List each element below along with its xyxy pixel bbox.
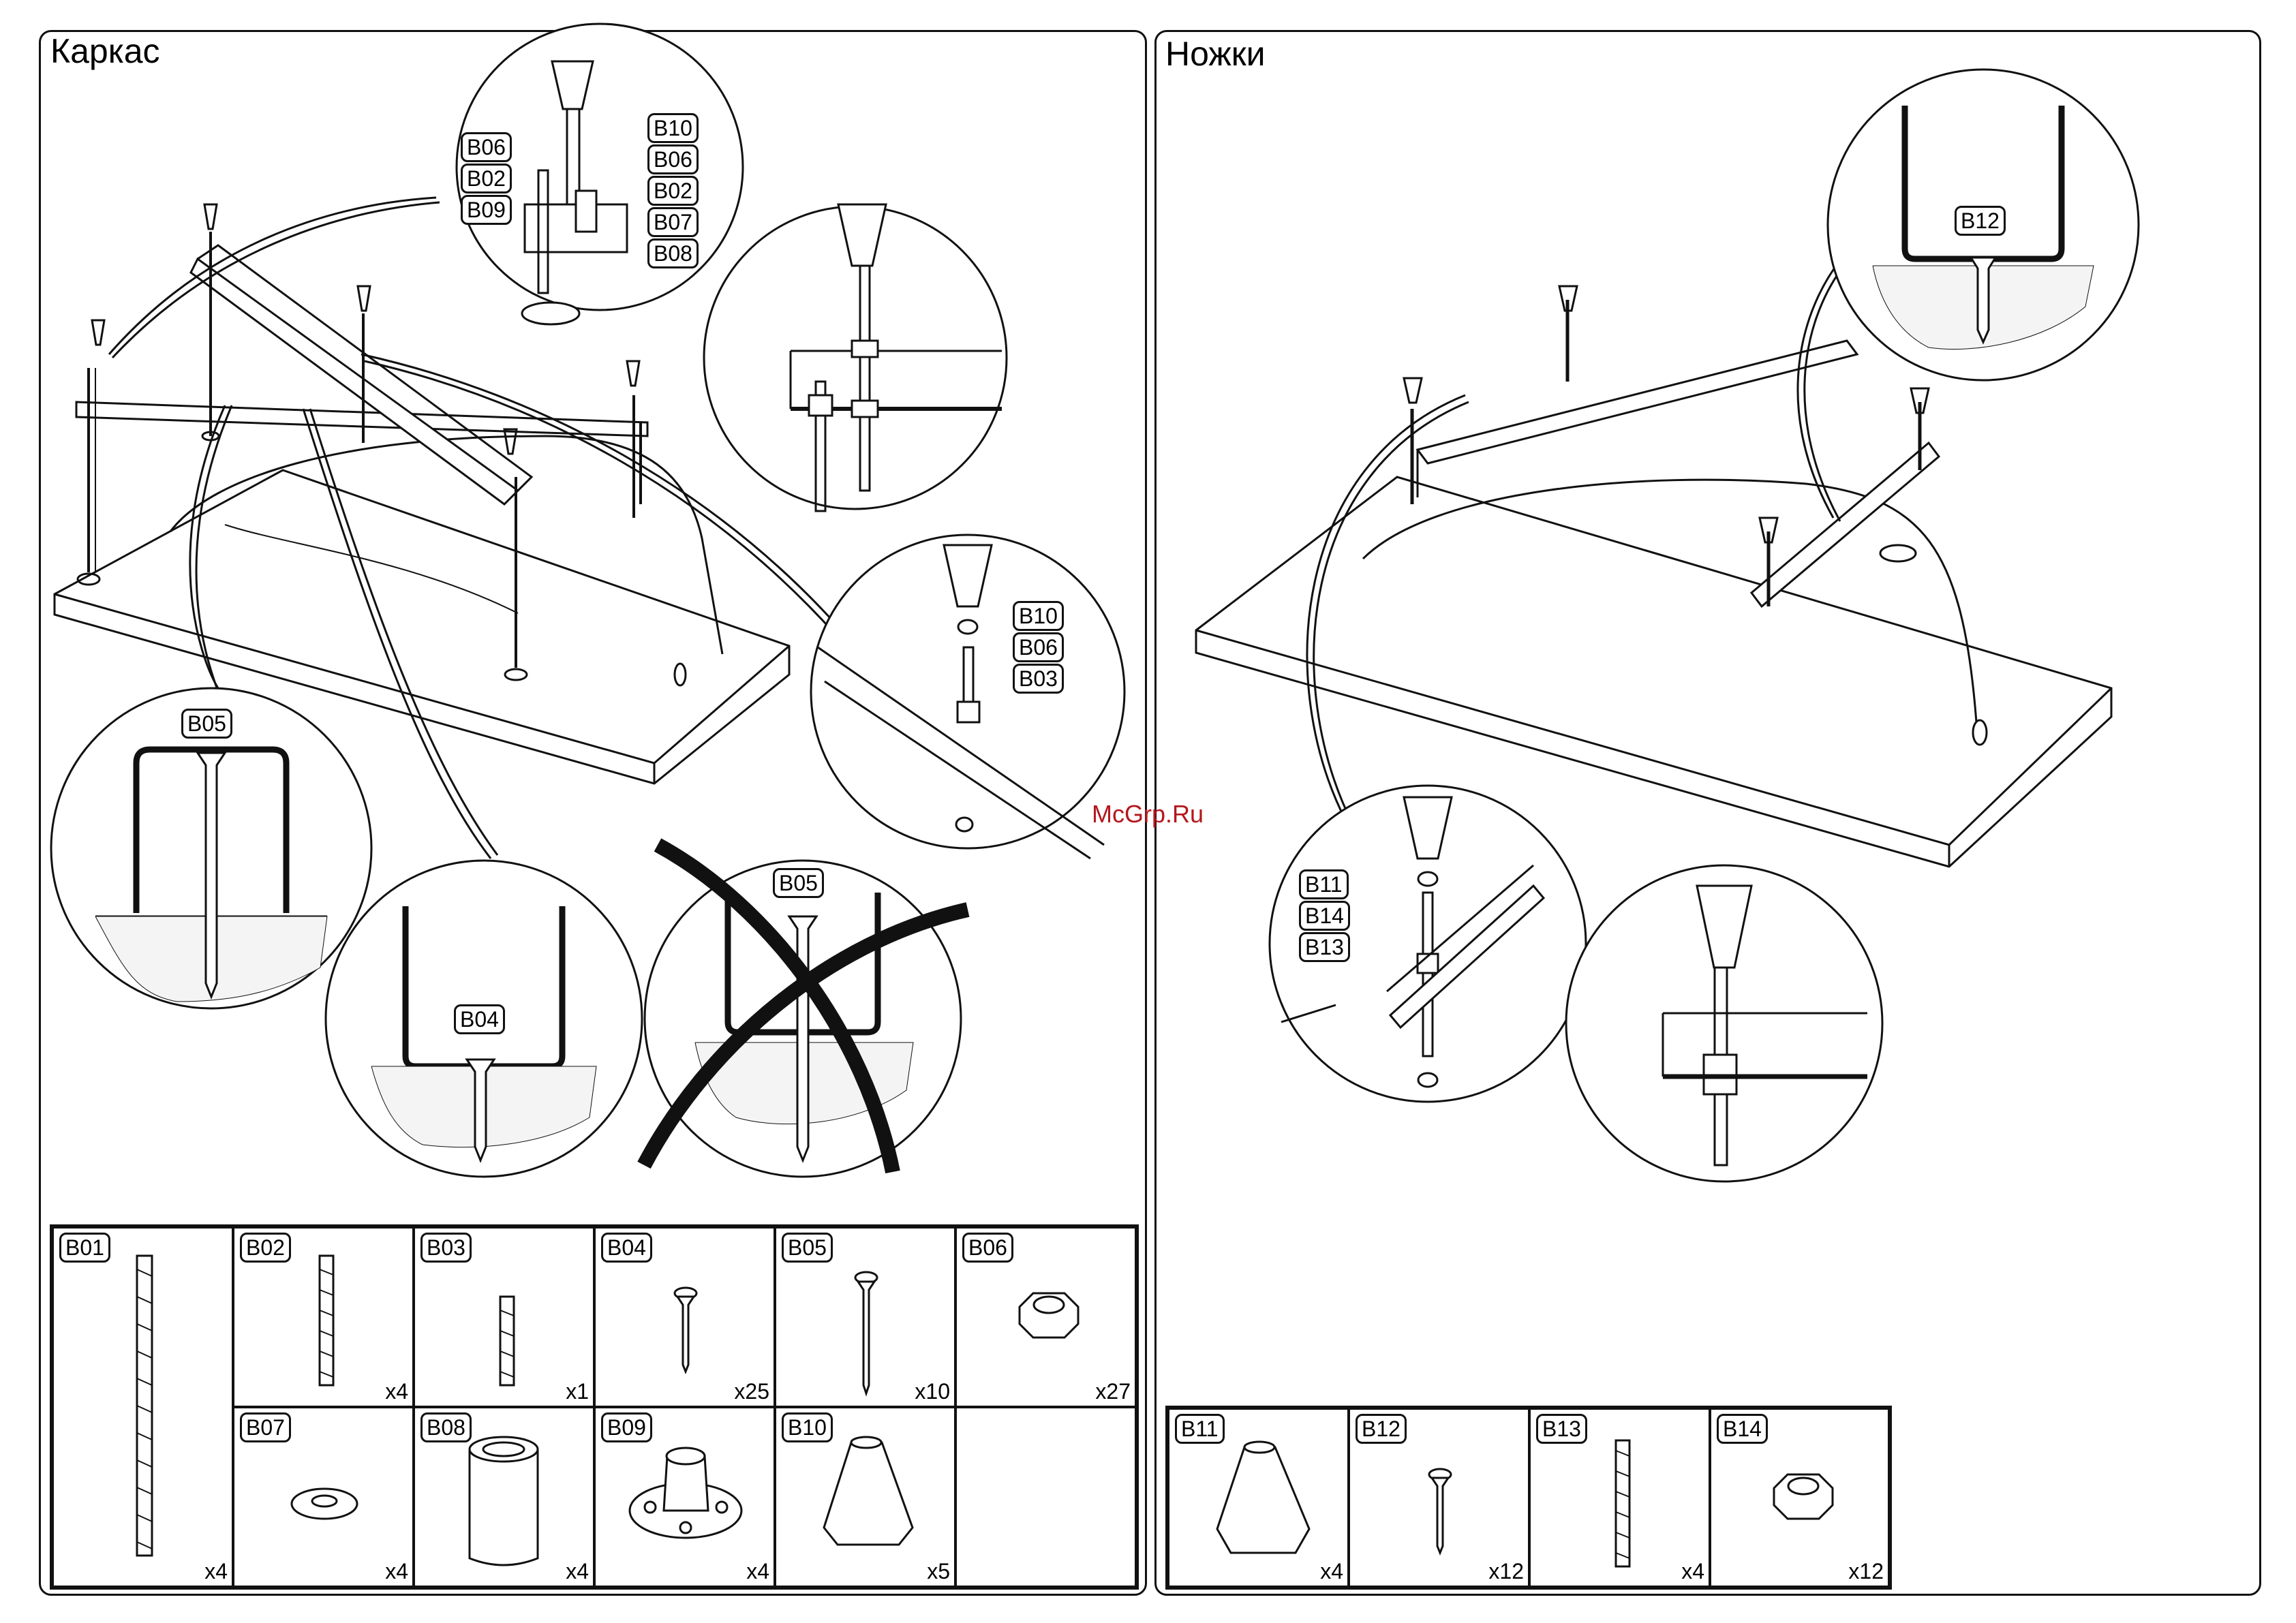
- part-cell-empty: [955, 1407, 1136, 1587]
- tag-leg-1: B11: [1299, 869, 1349, 899]
- tag-screw-short: B04: [454, 1004, 505, 1034]
- part-code-b02: B02: [240, 1233, 291, 1263]
- tag-top-left-1: B06: [461, 132, 512, 162]
- tag-rail-2: B06: [1013, 632, 1064, 662]
- tag-top-left-3: B09: [461, 195, 512, 225]
- tag-top-right-4: B07: [647, 207, 699, 237]
- tag-top-right-1: B10: [647, 113, 699, 143]
- part-code-b05: B05: [782, 1233, 833, 1263]
- parts-table-legs: B11 x4 B12 x12 B13 x4 B14 x12: [1165, 1406, 1892, 1590]
- part-cell-b13: B13 x4: [1529, 1408, 1710, 1587]
- part-qty-b06: x27: [1095, 1379, 1131, 1404]
- part-qty-b01: x4: [204, 1559, 228, 1584]
- tag-rail-3: B03: [1013, 664, 1064, 694]
- part-cell-b08: B08 x4: [414, 1407, 594, 1587]
- tag-rail-1: B10: [1013, 601, 1064, 631]
- part-code-b04: B04: [601, 1233, 652, 1263]
- part-qty-b07: x4: [385, 1559, 408, 1584]
- callout-leg-nut-detail: [1566, 865, 1882, 1181]
- part-code-b11: B11: [1175, 1414, 1225, 1444]
- callout-rail-bolt: [811, 535, 1124, 859]
- part-code-b06: B06: [962, 1233, 1013, 1263]
- part-cell-b11: B11 x4: [1168, 1408, 1349, 1587]
- part-qty-b02: x4: [385, 1379, 408, 1404]
- tag-screw-wrong: B05: [773, 868, 824, 898]
- part-cell-b01: B01 x4: [52, 1227, 233, 1587]
- parts-table-frame: B01 x4 B02 x4 B03 x1 B04 x25 B05 x10 B06…: [50, 1224, 1139, 1590]
- part-qty-b03: x1: [566, 1379, 589, 1404]
- tag-top-right-2: B06: [647, 144, 699, 174]
- part-cell-b10: B10 x5: [775, 1407, 955, 1587]
- part-qty-b14: x12: [1848, 1559, 1884, 1584]
- part-code-b08: B08: [420, 1412, 472, 1442]
- part-code-b10: B10: [782, 1412, 833, 1442]
- part-cell-b02: B02 x4: [233, 1227, 414, 1407]
- tag-leg-2: B14: [1299, 901, 1350, 931]
- tag-leg-3: B13: [1299, 932, 1350, 962]
- part-code-b14: B14: [1717, 1414, 1768, 1444]
- part-cell-b09: B09 x4: [594, 1407, 775, 1587]
- part-code-b07: B07: [240, 1412, 291, 1442]
- part-cell-b04: B04 x25: [594, 1227, 775, 1407]
- tag-top-right-5: B08: [647, 238, 699, 268]
- watermark: McGrp.Ru: [1092, 800, 1204, 829]
- tag-floor-screw: B12: [1955, 206, 2006, 236]
- part-code-b12: B12: [1356, 1414, 1407, 1444]
- callout-nut-detail: [704, 204, 1007, 511]
- part-cell-b14: B14 x12: [1710, 1408, 1889, 1587]
- part-code-b03: B03: [420, 1233, 472, 1263]
- part-qty-b04: x25: [734, 1379, 769, 1404]
- part-qty-b08: x4: [566, 1559, 589, 1584]
- right-bathtub: [1196, 477, 2111, 867]
- tag-top-right-3: B02: [647, 176, 699, 206]
- part-cell-b05: B05 x10: [775, 1227, 955, 1407]
- part-qty-b13: x4: [1681, 1559, 1704, 1584]
- part-code-b09: B09: [601, 1412, 652, 1442]
- part-qty-b09: x4: [746, 1559, 769, 1584]
- part-code-b13: B13: [1536, 1414, 1587, 1444]
- part-qty-b10: x5: [927, 1559, 950, 1584]
- part-qty-b11: x4: [1320, 1559, 1343, 1584]
- part-code-b01: B01: [59, 1233, 110, 1263]
- part-qty-b05: x10: [915, 1379, 950, 1404]
- tag-top-left-2: B02: [461, 164, 512, 194]
- part-qty-b12: x12: [1488, 1559, 1524, 1584]
- part-cell-b03: B03 x1: [414, 1227, 594, 1407]
- long-threaded-rod-icon: [54, 1228, 232, 1586]
- tag-screw-ok: B05: [181, 709, 232, 739]
- part-cell-b06: B06 x27: [955, 1227, 1136, 1407]
- part-cell-b12: B12 x12: [1349, 1408, 1529, 1587]
- part-cell-b07: B07 x4: [233, 1407, 414, 1587]
